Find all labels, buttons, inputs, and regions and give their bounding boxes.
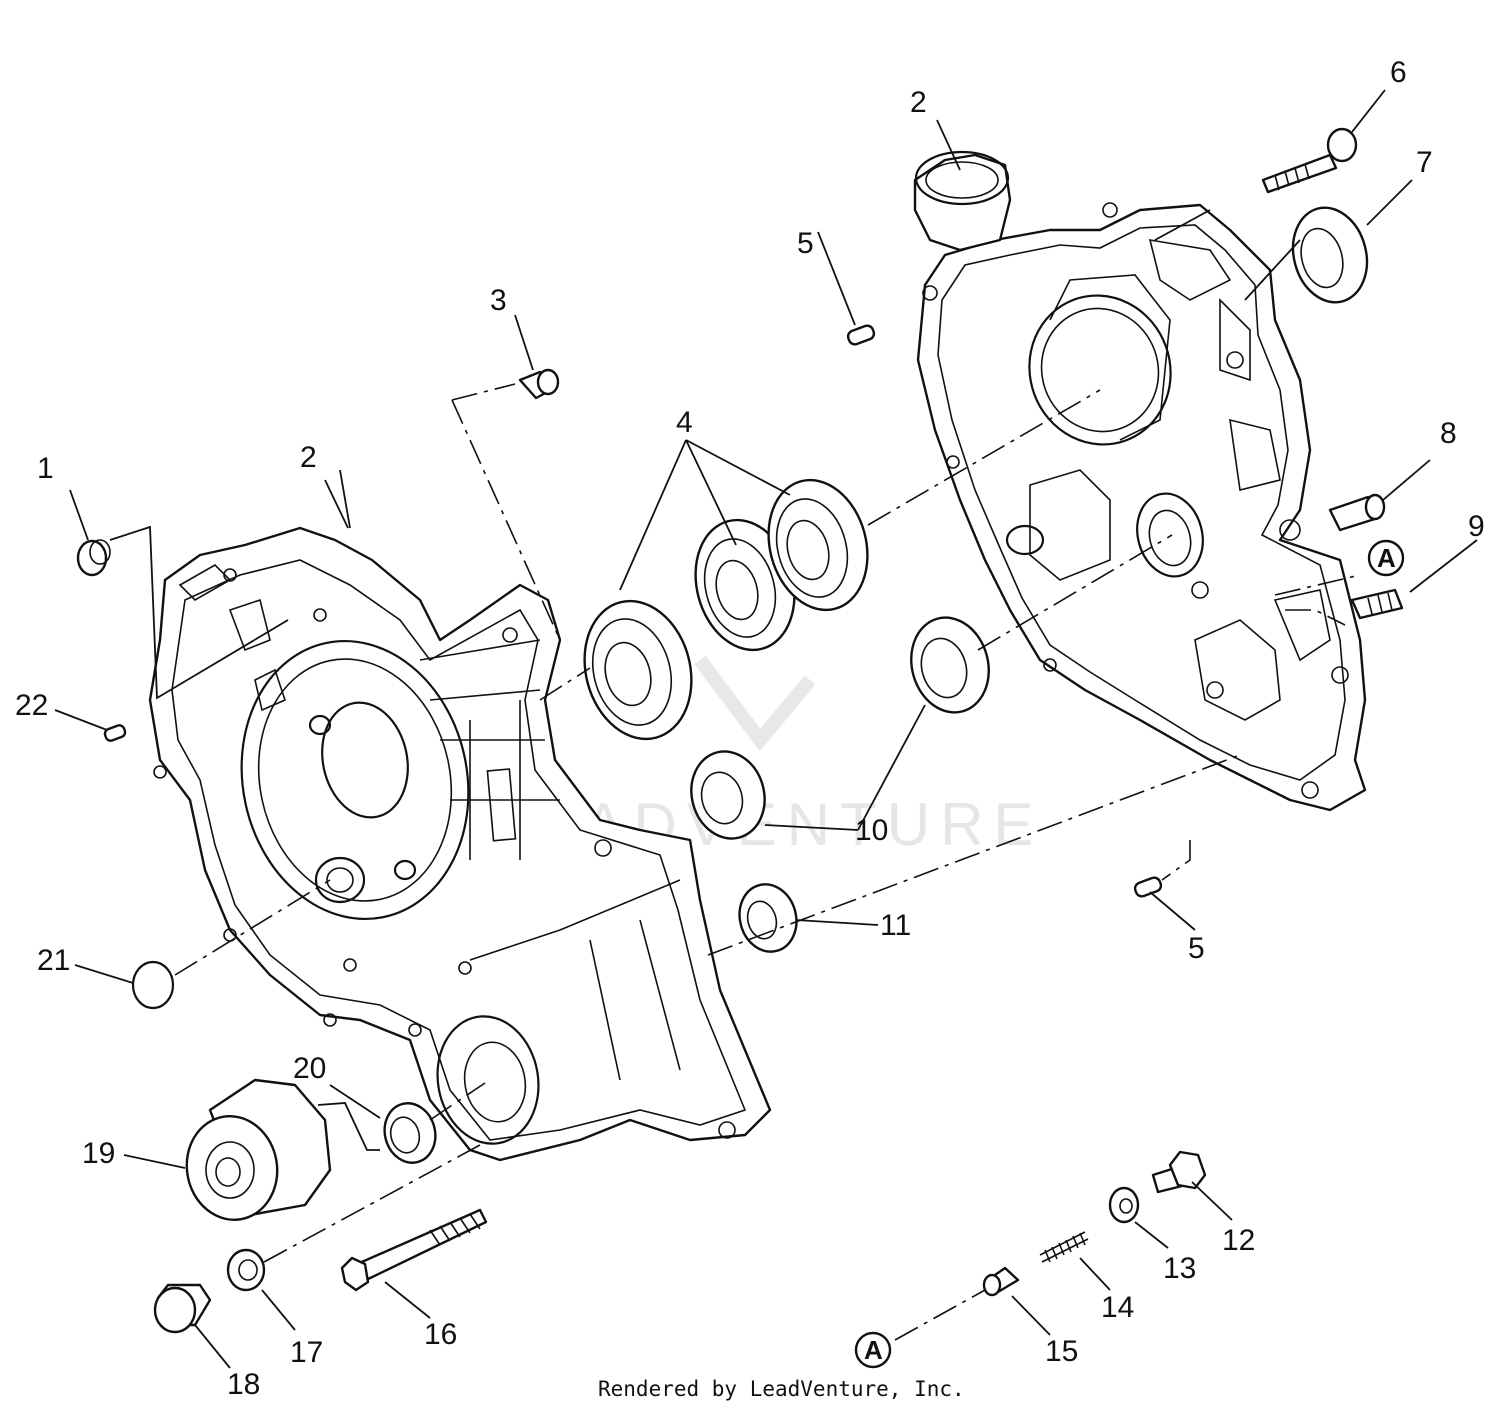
- part-4-bearing-a: [583, 599, 693, 741]
- part-4-bearing-c: [767, 478, 869, 612]
- part-5-dowel-pin-top: [846, 324, 876, 346]
- leader-lines: [54, 89, 1478, 1369]
- callout-16: 16: [424, 1318, 457, 1351]
- part-6-bolt: [1261, 127, 1358, 194]
- callout-2-right: 2: [910, 86, 927, 119]
- part-5-dowel-pin-bottom: [1133, 876, 1163, 898]
- callout-18: 18: [227, 1368, 260, 1401]
- callout-5-top: 5: [797, 227, 814, 260]
- callout-4: 4: [676, 406, 693, 439]
- callout-7: 7: [1416, 146, 1433, 179]
- part-14-spring: [1039, 1231, 1089, 1263]
- part-17-washer: [226, 1248, 266, 1292]
- part-12-bolt: [1151, 1150, 1207, 1194]
- footer-credit: Rendered by LeadVenture, Inc.: [598, 1377, 965, 1401]
- part-11-bearing: [738, 883, 798, 953]
- callout-9: 9: [1468, 510, 1485, 543]
- svg-text:A: A: [864, 1335, 883, 1365]
- callout-20: 20: [293, 1052, 326, 1085]
- reference-marker-a-lower: A: [854, 1331, 892, 1369]
- callout-14: 14: [1101, 1291, 1134, 1324]
- callout-1: 1: [37, 452, 54, 485]
- crankcase-right: [913, 150, 1367, 812]
- callout-13: 13: [1163, 1252, 1196, 1285]
- callout-3: 3: [490, 284, 507, 317]
- callout-labels: 1 2 2 3 4 5 5 6 7 8 9 10 11 12 13 14 15 …: [15, 56, 1485, 1401]
- part-20-seal: [383, 1102, 437, 1164]
- part-16-bolt: [340, 1208, 488, 1292]
- callout-5-bottom: 5: [1188, 932, 1205, 965]
- part-15-plunger: [982, 1266, 1020, 1297]
- part-21-o-ring: [131, 960, 175, 1010]
- part-1-collar: [76, 539, 111, 577]
- part-3-collar: [518, 368, 560, 400]
- parts: [76, 127, 1404, 1334]
- part-22-dowel-pin: [103, 724, 127, 742]
- part-9-fitting: [1350, 588, 1404, 620]
- callout-12: 12: [1222, 1224, 1255, 1257]
- part-10-bearing-a: [910, 616, 990, 714]
- part-19-pulley: [185, 1078, 332, 1222]
- callout-17: 17: [290, 1336, 323, 1369]
- callout-22: 22: [15, 689, 48, 722]
- callout-8: 8: [1440, 417, 1457, 450]
- part-10-bearing-b: [690, 750, 766, 840]
- svg-text:A: A: [1377, 543, 1396, 573]
- part-7-seal: [1291, 206, 1369, 304]
- callout-11: 11: [880, 909, 911, 942]
- part-8-dowel: [1328, 493, 1386, 532]
- callout-19: 19: [82, 1137, 115, 1170]
- callout-10: 10: [855, 814, 888, 847]
- part-18-plug: [153, 1283, 212, 1334]
- callout-6: 6: [1390, 56, 1407, 89]
- crankcase-left: [148, 526, 772, 1162]
- callout-21: 21: [37, 944, 70, 977]
- reference-marker-a-upper: A: [1367, 539, 1405, 577]
- callout-2-left: 2: [300, 441, 317, 474]
- part-13-washer: [1108, 1186, 1140, 1224]
- callout-15: 15: [1045, 1335, 1078, 1368]
